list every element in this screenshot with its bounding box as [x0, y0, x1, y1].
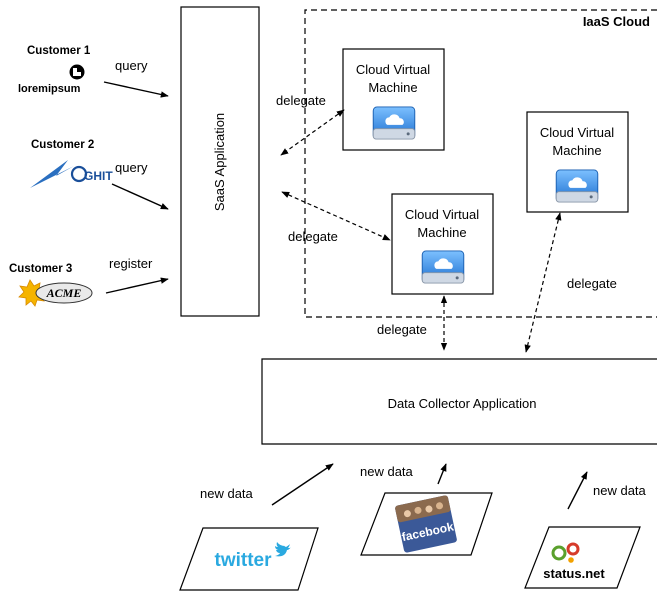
saas-application-label: SaaS Application [212, 113, 227, 211]
customer-1-name: Customer 1 [27, 45, 91, 57]
newdata-label-status: new data [593, 483, 647, 498]
customer-2-name: Customer 2 [31, 139, 94, 151]
customer-1: Customer 1 loremipsum query [18, 45, 169, 98]
iaas-cloud-title: IaaS Cloud [583, 14, 650, 29]
drive-icon [555, 169, 599, 203]
delegate-arrows [280, 109, 562, 353]
customer-3-action: register [109, 256, 153, 271]
cloud-vm-3-title-line2: Machine [552, 143, 601, 158]
delegate-label-vm1: delegate [276, 93, 326, 108]
data-collector-box: Data Collector Application [261, 358, 657, 445]
customer-3-name: Customer 3 [9, 263, 72, 275]
loremipsum-logo-text: loremipsum [18, 83, 81, 95]
acme-logo-text: ACME [46, 286, 82, 300]
delegate-arrow-vm1 [280, 109, 345, 156]
statusnet-logo-text: status.net [543, 566, 605, 581]
drive-icon [372, 106, 416, 140]
customer-3-register-arrow [105, 277, 169, 294]
delegate-arrow-vm3 [524, 212, 562, 353]
new-data-arrows [271, 463, 588, 510]
facebook-source: facebook [360, 492, 493, 556]
delegate-label-vm2: delegate [288, 229, 338, 244]
delegate-arrow-vm2 [281, 191, 391, 241]
ghit-logo-icon: GHIT [30, 160, 113, 188]
loremipsum-logo-icon: loremipsum [18, 64, 85, 95]
newdata-arrow-status [567, 471, 588, 510]
facebook-logo-icon: facebook [395, 495, 457, 553]
data-collector-label: Data Collector Application [388, 396, 537, 411]
ghit-logo-text: GHIT [84, 169, 113, 183]
customer-2-query-arrow [111, 183, 169, 210]
cloud-vm-2: Cloud Virtual Machine [391, 193, 494, 295]
cloud-vm-3-title-line1: Cloud Virtual [540, 125, 614, 140]
iaas-cloud-region: IaaS Cloud [304, 9, 657, 318]
acme-logo-icon: ACME [18, 279, 93, 307]
delegate-label-vm3: delegate [567, 276, 617, 291]
newdata-label-facebook: new data [360, 464, 414, 479]
newdata-arrow-facebook [437, 463, 447, 485]
twitter-logo-text: twitter [215, 550, 273, 571]
customer-1-query-arrow [103, 81, 169, 98]
delegate-label-collector: delegate [377, 322, 427, 337]
cloud-vm-2-title-line1: Cloud Virtual [405, 207, 479, 222]
twitter-source: twitter [179, 527, 319, 591]
cloud-vm-1-title-line1: Cloud Virtual [356, 62, 430, 77]
cloud-vm-1-title-line2: Machine [368, 80, 417, 95]
statusnet-source: status.net [524, 526, 641, 589]
saas-application-box: SaaS Application [180, 6, 260, 317]
drive-icon [421, 250, 465, 284]
customer-2: Customer 2 GHIT query [30, 139, 169, 210]
cloud-vm-2-title-line2: Machine [417, 225, 466, 240]
cloud-vm-1: Cloud Virtual Machine [342, 48, 445, 151]
customer-1-action: query [115, 58, 148, 73]
customer-2-action: query [115, 160, 148, 175]
statusnet-logo-icon [551, 542, 580, 563]
newdata-label-twitter: new data [200, 486, 254, 501]
twitter-bird-icon [275, 542, 291, 557]
customer-3: Customer 3 ACME register [9, 256, 169, 307]
newdata-arrow-twitter [271, 463, 334, 506]
cloud-vm-3: Cloud Virtual Machine [526, 111, 629, 213]
